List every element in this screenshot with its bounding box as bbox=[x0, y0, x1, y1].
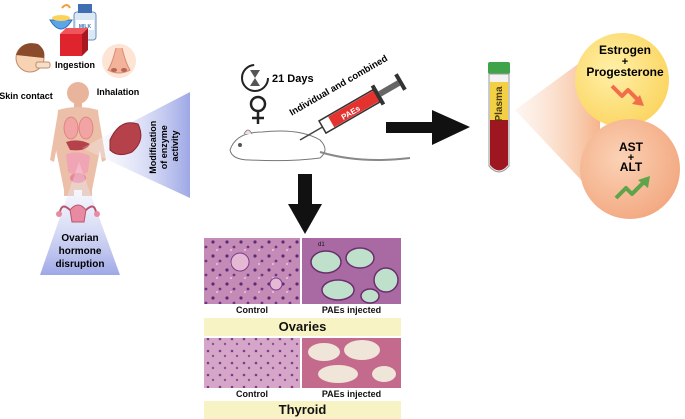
enzyme-label-line2: of enzyme bbox=[159, 125, 169, 169]
ovary-control-caption: Control bbox=[236, 305, 268, 315]
clock-icon bbox=[241, 64, 269, 92]
thyroid-control-caption: Control bbox=[236, 389, 268, 399]
uterus-icon bbox=[56, 204, 100, 223]
days-label: 21 Days bbox=[272, 73, 314, 85]
ast-label: AST bbox=[619, 140, 644, 154]
progesterone-label: Progesterone bbox=[586, 65, 664, 79]
enzyme-label-line3: activity bbox=[170, 130, 180, 161]
enzyme-circle bbox=[580, 119, 680, 219]
plasma-label: Plasma bbox=[494, 86, 505, 121]
ovarian-label-2: hormone bbox=[59, 246, 102, 257]
thyroid-paes-caption: PAEs injected bbox=[321, 389, 382, 399]
ovary-paes-image bbox=[302, 238, 401, 304]
inhalation-label: Inhalation bbox=[97, 87, 140, 97]
svg-text:Modification of enzyme: Modification of enzyme activity bbox=[148, 118, 180, 174]
nose-icon bbox=[102, 44, 136, 78]
alt-label: ALT bbox=[620, 160, 643, 174]
liver-icon bbox=[109, 122, 142, 156]
decrease-arrow-icon bbox=[610, 84, 644, 106]
thyroid-paes-image bbox=[302, 338, 401, 388]
milk-label: MILK bbox=[79, 24, 92, 30]
increase-arrow-icon bbox=[614, 176, 650, 200]
woman-face-icon bbox=[15, 43, 51, 73]
scale-label: d1 bbox=[318, 242, 325, 248]
enzyme-label-line1: Modification bbox=[148, 121, 158, 174]
ovary-control-image bbox=[204, 238, 300, 304]
red-cube-icon bbox=[60, 28, 88, 56]
ovarian-label-3: disruption bbox=[56, 259, 105, 270]
female-symbol-icon bbox=[249, 95, 267, 124]
hormone-plus: + bbox=[622, 56, 628, 68]
thyroid-control-image bbox=[204, 338, 300, 388]
rat-icon bbox=[229, 129, 411, 162]
arrow-down-icon bbox=[288, 174, 322, 234]
hormone-circle bbox=[575, 33, 669, 127]
enzyme-plus: + bbox=[628, 152, 634, 164]
ovary-paes-caption: PAEs injected bbox=[321, 305, 382, 315]
syringe-icon bbox=[299, 73, 407, 141]
ingestion-label: Ingestion bbox=[55, 60, 95, 70]
food-bowl-icon bbox=[49, 4, 73, 30]
thyroid-title: Thyroid bbox=[204, 401, 401, 419]
plasma-tube-icon bbox=[488, 62, 510, 173]
skin-contact-label: Skin contact bbox=[0, 91, 53, 101]
estrogen-label: Estrogen bbox=[599, 43, 651, 57]
ovaries-title: Ovaries bbox=[204, 318, 401, 336]
ovarian-label-1: Ovarian bbox=[61, 233, 98, 244]
arrow-right-icon bbox=[386, 110, 470, 145]
